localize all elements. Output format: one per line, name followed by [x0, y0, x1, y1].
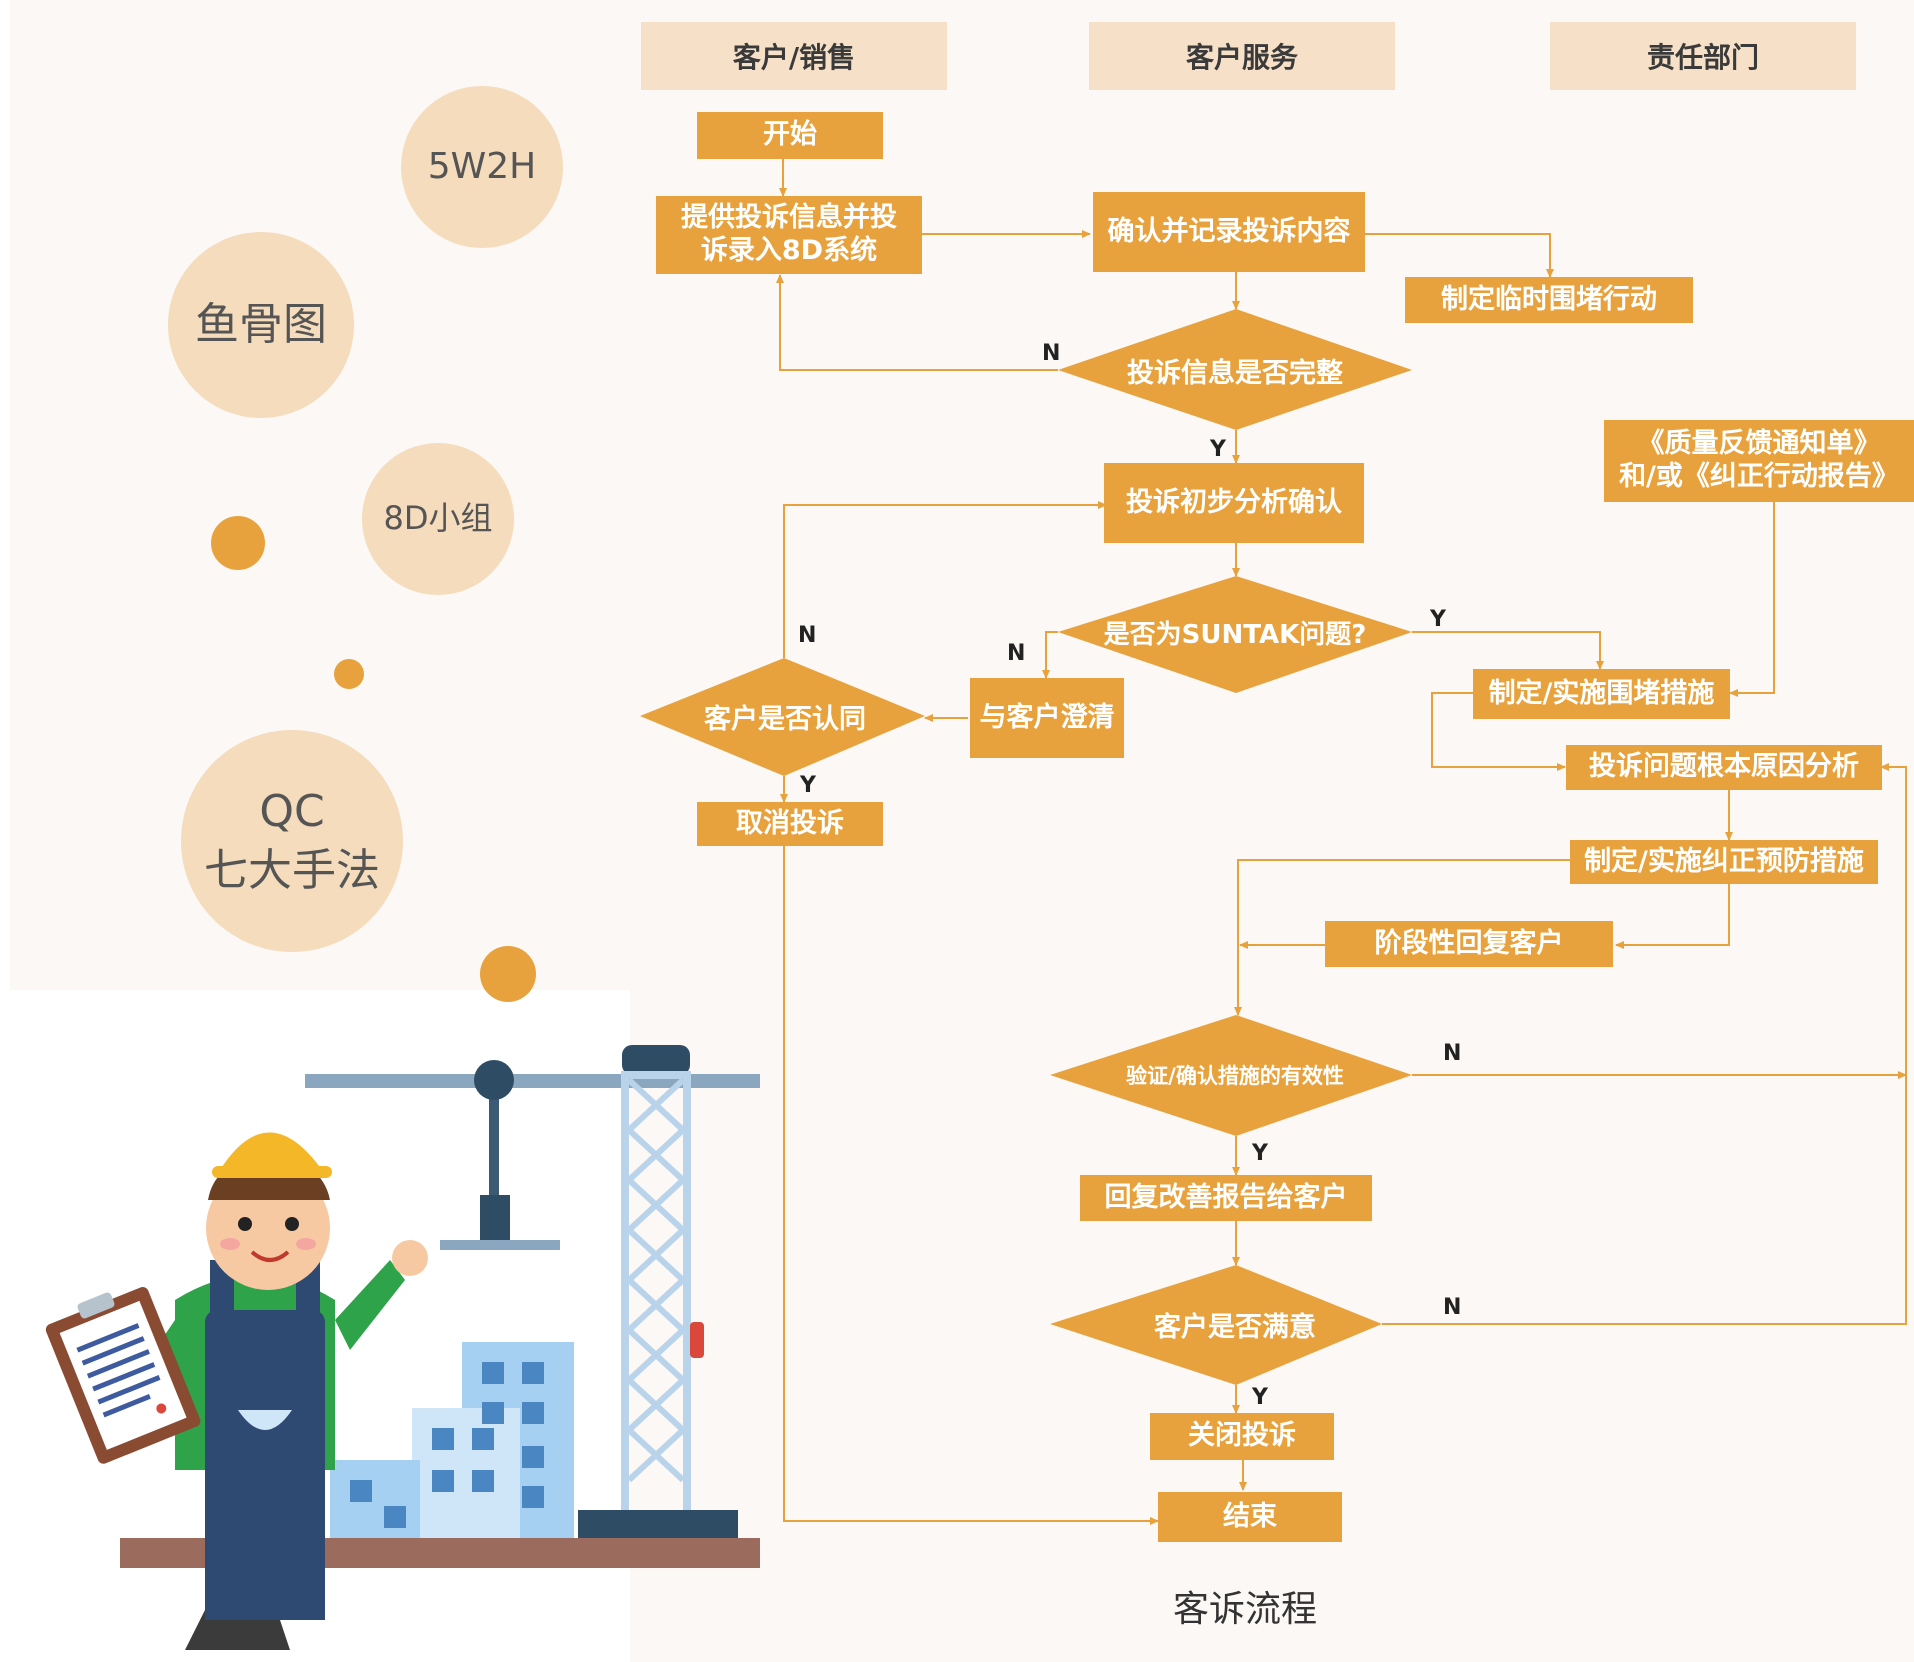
- edge-cancel-end: [783, 846, 1159, 1525]
- label-n-info: N: [1042, 341, 1061, 366]
- worker-icon: [120, 1132, 428, 1650]
- label-n-agree: N: [798, 623, 817, 648]
- edge-agree-no: [783, 501, 1107, 658]
- label-y-verify: Y: [1252, 1141, 1268, 1166]
- edge-suntak-yes: [1412, 631, 1604, 670]
- label-y-suntak: Y: [1430, 607, 1446, 632]
- diagram-caption: 客诉流程: [1172, 1589, 1317, 1630]
- diamond-verify-label: 验证/确认措施的有效性: [1126, 1064, 1344, 1088]
- node-confirm-record: 确认并记录投诉内容: [1093, 192, 1365, 272]
- tool-5w2h: 5W2H: [401, 86, 563, 248]
- worker-illustration: [45, 1045, 760, 1650]
- edge-containment-root: [1431, 692, 1566, 771]
- edge-corrective-stage: [1615, 878, 1730, 949]
- node-root-cause: 投诉问题根本原因分析: [1566, 745, 1882, 790]
- diamond-is-suntak-label: 是否为SUNTAK问题?: [1103, 619, 1367, 650]
- label-y-agree: Y: [800, 773, 816, 798]
- node-close: 关闭投诉: [1150, 1413, 1334, 1460]
- edge-satisfied-no: [1382, 763, 1907, 1325]
- label-y-satisfied: Y: [1252, 1385, 1268, 1410]
- edge-confirm-temp: [1365, 233, 1554, 278]
- node-report-doc: 《质量反馈通知单》 和/或《纠正行动报告》: [1604, 420, 1914, 502]
- node-prelim-analysis: 投诉初步分析确认: [1104, 463, 1364, 543]
- decor-dot: [480, 946, 536, 1002]
- clipboard-icon: [45, 1287, 201, 1464]
- label-y-info: Y: [1210, 437, 1226, 462]
- diamond-info-complete: [1058, 309, 1412, 430]
- diamond-satisfied: [1050, 1265, 1382, 1385]
- diamond-customer-agree-label: 客户是否认同: [704, 703, 866, 735]
- node-end: 结束: [1158, 1492, 1342, 1542]
- node-reply-report: 回复改善报告给客户: [1080, 1175, 1372, 1221]
- buildings-icon: [330, 1342, 574, 1542]
- tool-qc-seven: QC 七大手法: [181, 730, 403, 952]
- edge-doc-containment: [1729, 502, 1775, 697]
- lane-header-customer-sales: 客户/销售: [641, 22, 947, 90]
- edge-complete-no: [776, 274, 1058, 371]
- node-provide-info: 提供投诉信息并投 诉录入8D系统: [656, 196, 922, 274]
- label-n-suntak: N: [1007, 641, 1026, 666]
- diamond-satisfied-label: 客户是否满意: [1154, 1311, 1316, 1343]
- label-n-verify: N: [1443, 1041, 1462, 1066]
- label-n-satisfied: N: [1443, 1295, 1462, 1320]
- node-clarify: 与客户澄清: [970, 678, 1124, 758]
- node-temp-containment: 制定临时围堵行动: [1405, 277, 1693, 323]
- diamond-is-suntak: [1058, 576, 1412, 693]
- crane-icon: [305, 1045, 760, 1540]
- diamond-customer-agree: [640, 658, 925, 776]
- node-cancel: 取消投诉: [697, 802, 883, 846]
- node-containment-measures: 制定/实施围堵措施: [1473, 669, 1730, 719]
- edge-suntak-no: [1042, 631, 1058, 679]
- node-corrective-measures: 制定/实施纠正预防措施: [1570, 840, 1878, 884]
- decor-dot: [334, 659, 364, 689]
- lane-header-responsible-dept: 责任部门: [1550, 22, 1856, 90]
- edge-corrective-verify: [1234, 859, 1570, 1016]
- diamond-info-complete-label: 投诉信息是否完整: [1127, 357, 1343, 389]
- tool-fishbone: 鱼骨图: [168, 232, 354, 418]
- lane-header-customer-service: 客户服务: [1089, 22, 1395, 90]
- decor-dot: [211, 516, 265, 570]
- node-start: 开始: [697, 112, 883, 159]
- tool-8d-team: 8D小组: [362, 443, 514, 595]
- diamond-verify: [1050, 1015, 1412, 1136]
- node-stage-reply: 阶段性回复客户: [1325, 921, 1613, 967]
